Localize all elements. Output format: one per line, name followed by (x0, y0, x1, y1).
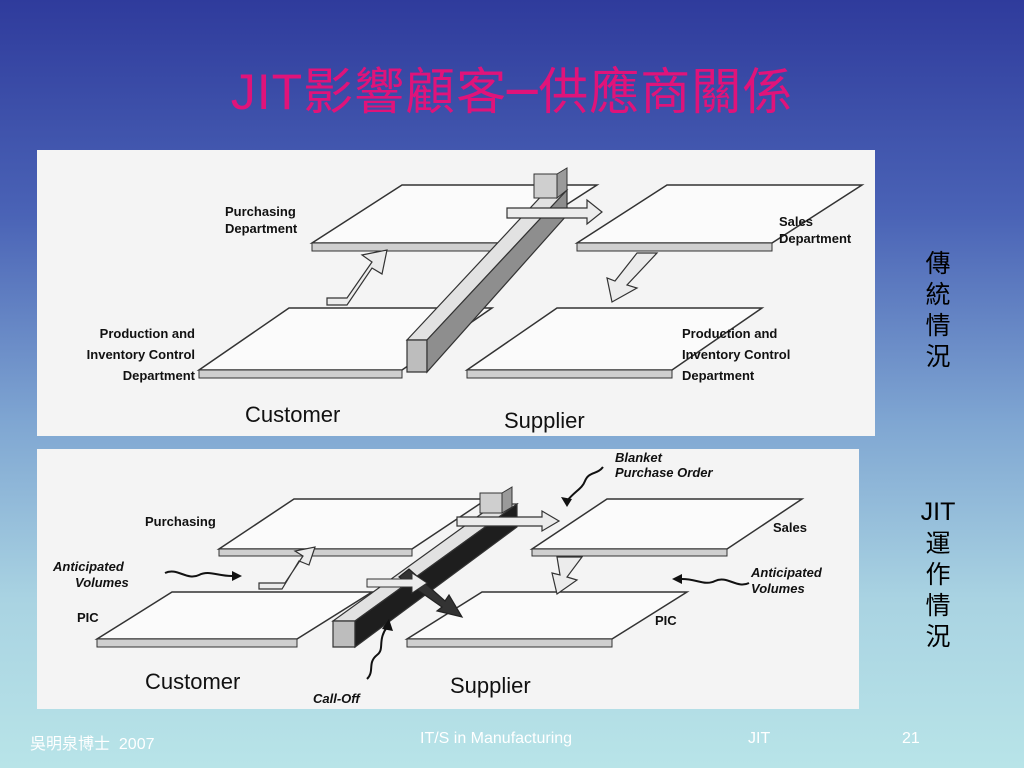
call-off-label: Call-Off (313, 691, 361, 706)
purchasing-label: Purchasing (145, 514, 216, 529)
blanket-po-label-1: Blanket (615, 450, 663, 465)
blanket-po-arrow (456, 509, 561, 533)
pic-plate-left (94, 591, 375, 648)
side-label-traditional: 傳 統 情 況 (918, 248, 958, 372)
anticipated-left-label-2: Volumes (75, 575, 129, 590)
pic-right-label: PIC (655, 613, 677, 628)
side-jit-char-4: 況 (925, 622, 951, 651)
blanket-po-pointer (566, 466, 604, 502)
company-wall (405, 167, 569, 374)
customer-label: Customer (145, 669, 240, 694)
down-arrow-right (606, 252, 659, 303)
pic-left-label-3: Department (123, 368, 196, 383)
footer-topic: JIT (748, 730, 771, 747)
traditional-diagram: Purchasing Department Sales Department P… (37, 150, 875, 436)
anticipated-right-label-1: Anticipated (750, 565, 823, 580)
purchasing-plate (216, 498, 490, 557)
anticipated-left-arrowhead (232, 571, 242, 581)
footer-author-block: 吳明泉博士 2007 (30, 730, 155, 754)
footer-author: 吳明泉博士 (30, 736, 111, 753)
pic-right-label-2: Inventory Control (682, 347, 790, 362)
supplier-label: Supplier (450, 673, 531, 698)
footer-year: 2007 (118, 736, 155, 753)
sales-plate (529, 498, 805, 557)
pic-right-label-3: Department (682, 368, 755, 383)
customer-label: Customer (245, 402, 340, 427)
jit-diagram-svg: Blanket Purchase Order Purchasing Sales … (52, 450, 823, 706)
anticipated-left-label-1: Anticipated (52, 559, 125, 574)
side-jit-char-2: 作 (925, 560, 951, 589)
blanket-po-arrowhead (561, 497, 572, 507)
up-arrow-left (258, 546, 316, 590)
sales-label: Sales (773, 520, 807, 535)
sales-label-1: Sales (779, 214, 813, 229)
supplier-label: Supplier (504, 408, 585, 433)
purchasing-label-1: Purchasing (225, 204, 296, 219)
pic-right-label-1: Production and (682, 326, 777, 341)
pic-left-label-1: Production and (100, 326, 195, 341)
side-traditional-char-4: 況 (925, 342, 951, 371)
side-traditional-char-1: 傳 (925, 249, 951, 278)
call-off-arrowhead (382, 619, 393, 631)
footer-page-number: 21 (902, 730, 920, 747)
side-traditional-char-3: 情 (925, 311, 951, 340)
side-jit-char-1: 運 (925, 529, 951, 558)
slide-title: JIT影響顧客─供應商關係 (0, 62, 1024, 122)
company-wall (331, 486, 519, 649)
purchasing-label-2: Department (225, 221, 298, 236)
anticipated-right-arrowhead (672, 574, 682, 584)
side-jit-char-3: 情 (925, 591, 951, 620)
traditional-diagram-svg: Purchasing Department Sales Department P… (87, 167, 865, 433)
pic-plate-right (404, 591, 690, 648)
pic-plate-right (464, 307, 765, 379)
up-arrow-left (326, 249, 388, 306)
sales-label-2: Department (779, 231, 852, 246)
jit-diagram: Blanket Purchase Order Purchasing Sales … (37, 449, 859, 709)
anticipated-left-pointer (164, 570, 233, 578)
side-traditional-char-2: 統 (925, 280, 951, 309)
footer-course: IT/S in Manufacturing (420, 730, 573, 747)
anticipated-right-label-2: Volumes (751, 581, 805, 596)
left-transfer-arrow (366, 572, 428, 594)
side-label-jit: JIT 運 作 情 況 (918, 497, 958, 652)
anticipated-right-pointer (681, 578, 750, 586)
down-arrow-right (551, 556, 584, 595)
title-prefix: JIT (230, 64, 304, 120)
blanket-po-label-2: Purchase Order (615, 465, 713, 480)
pic-left-label: PIC (77, 610, 99, 625)
title-main: 影響顧客─供應商關係 (303, 63, 794, 121)
pic-left-label-2: Inventory Control (87, 347, 195, 362)
side-jit-label: JIT (920, 498, 956, 526)
order-arrow (506, 198, 603, 226)
call-off-pointer (366, 626, 388, 680)
sales-plate (574, 184, 865, 252)
